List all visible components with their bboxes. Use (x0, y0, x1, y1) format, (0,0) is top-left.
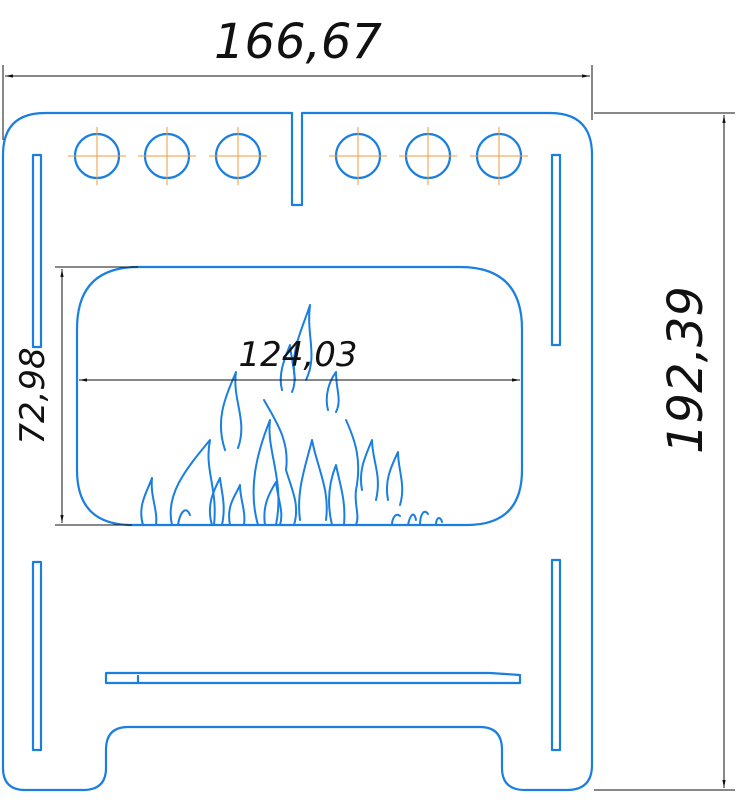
hole-1 (68, 127, 126, 185)
holes-group (68, 127, 528, 185)
slot-left-lower (31, 560, 43, 752)
plate-outline (1, 111, 594, 792)
slot-right-upper (550, 153, 562, 347)
window-cutout (75, 265, 524, 527)
dimension-overall-height: 192,39 (594, 112, 735, 791)
window-height-label: 72,98 (13, 347, 53, 444)
slot-right-lower (550, 558, 562, 752)
overall-height-label: 192,39 (658, 286, 714, 454)
hole-4 (329, 127, 387, 185)
window-width-label: 124,03 (239, 335, 358, 375)
hole-2 (138, 127, 196, 185)
dimension-window-width: 124,03 (79, 335, 520, 382)
hole-6 (470, 127, 528, 185)
flame-decoration (140, 304, 443, 526)
dimension-overall-width: 166,67 (2, 14, 593, 140)
dimension-window-height: 72,98 (13, 266, 138, 526)
hole-3 (209, 127, 267, 185)
slot-left-upper (31, 153, 43, 349)
slot-bottom (104, 671, 522, 685)
hole-5 (399, 127, 457, 185)
overall-width-label: 166,67 (214, 14, 382, 70)
